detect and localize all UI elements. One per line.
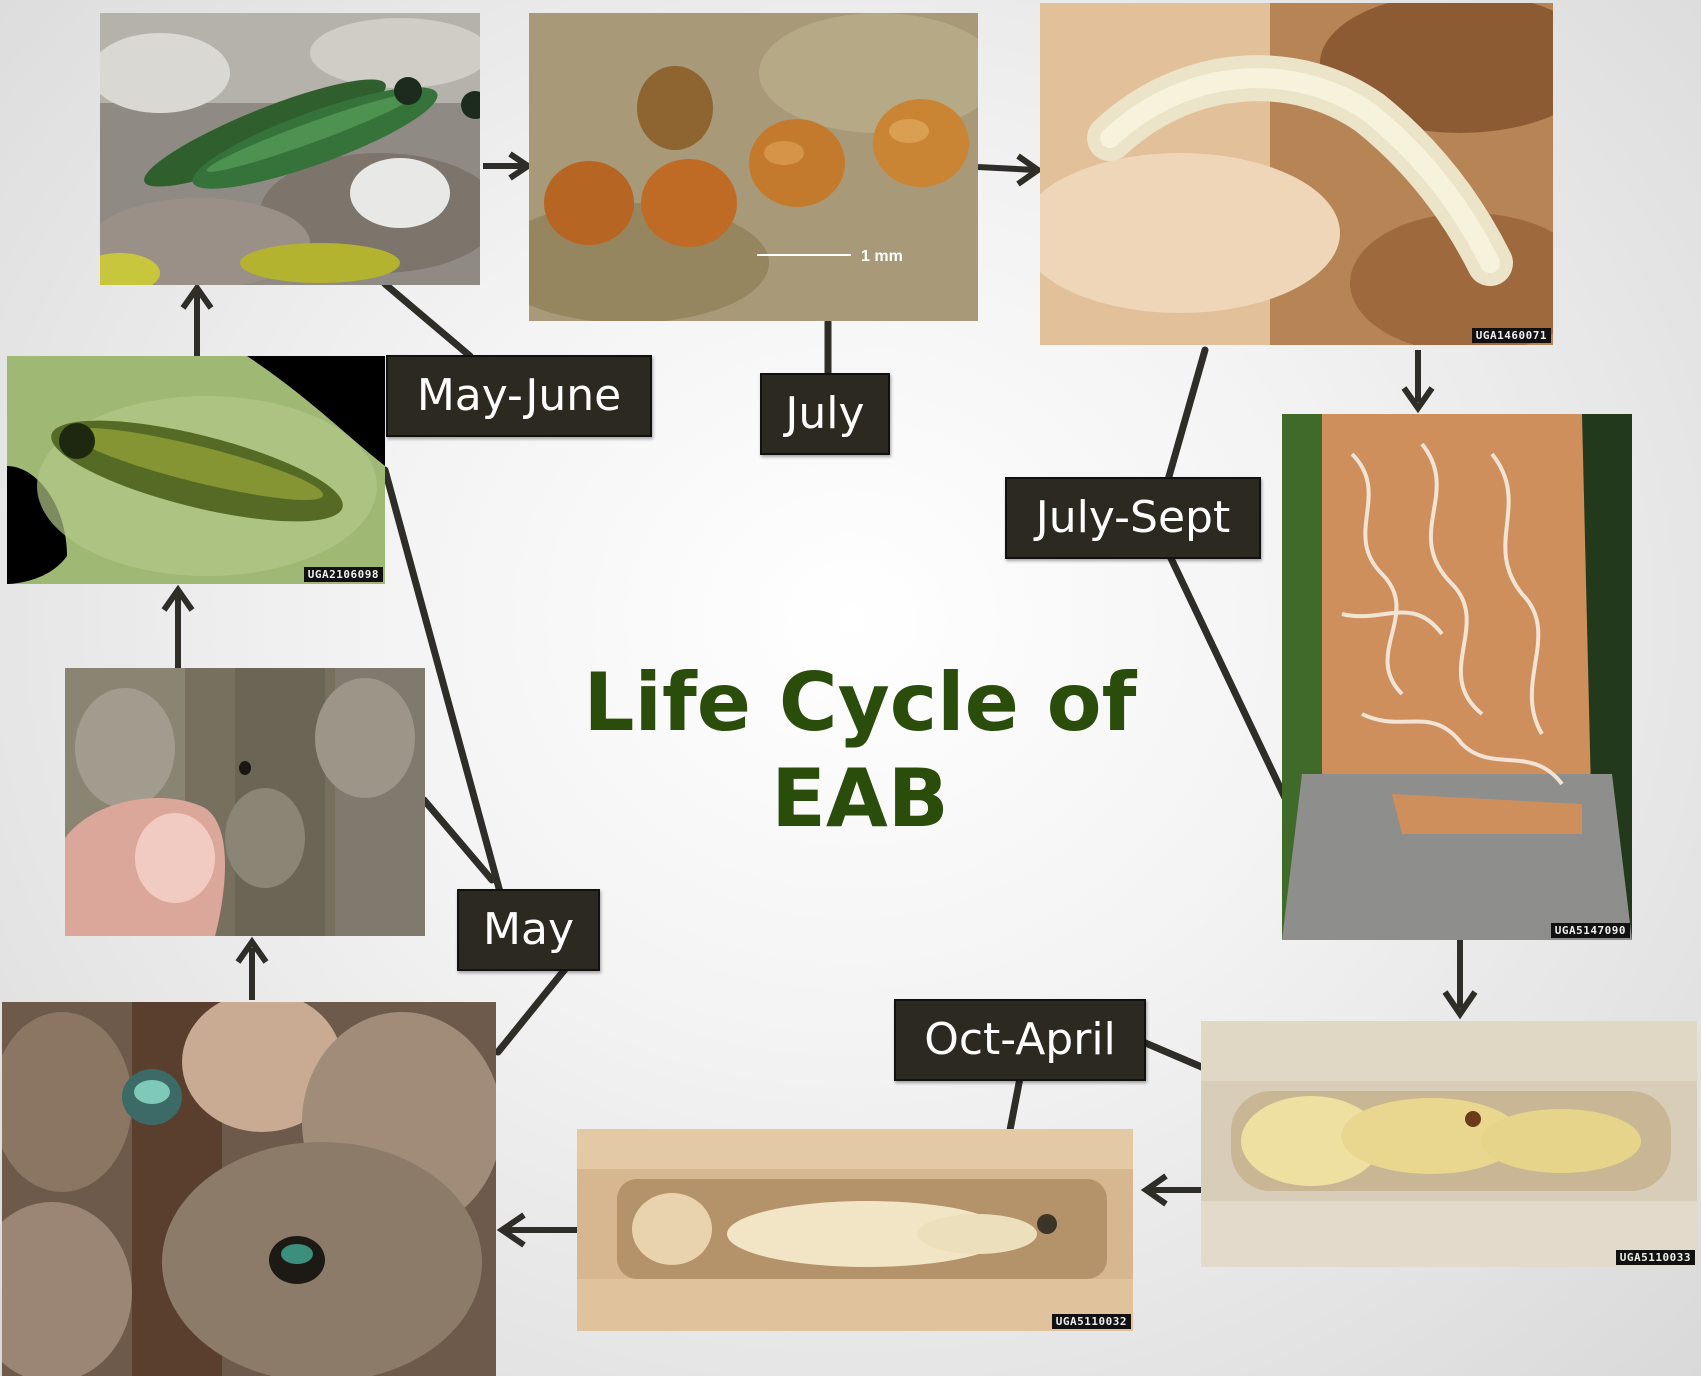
leader-oct-april-down <box>1010 1078 1020 1130</box>
page-title: Life Cycle of EAB <box>520 655 1200 847</box>
egg-scale-text: 1 mm <box>861 248 903 265</box>
photo-adult-leaf: UGA2106098 <box>7 356 385 584</box>
photo-code: UGA5110033 <box>1616 1250 1695 1265</box>
leader-may-bottom <box>498 968 566 1052</box>
label-may: May <box>457 889 600 971</box>
photo-exit-hole <box>65 668 425 936</box>
title-line-1: Life Cycle of <box>520 655 1200 751</box>
photo-code: UGA5110032 <box>1052 1314 1131 1329</box>
photo-code: UGA5147090 <box>1551 923 1630 938</box>
leader-july-sept-top <box>1168 350 1205 480</box>
photo-emerging <box>2 1002 496 1376</box>
label-may-june: May-June <box>386 355 652 437</box>
photo-code: UGA1460071 <box>1472 328 1551 343</box>
photo-pupa: UGA5110032 <box>577 1129 1133 1331</box>
photo-prepupa: UGA5110033 <box>1201 1021 1697 1267</box>
photo-larva: UGA1460071 <box>1040 3 1553 345</box>
label-july-sept: July-Sept <box>1005 477 1261 559</box>
label-oct-april: Oct-April <box>894 999 1146 1081</box>
leader-oct-april-right <box>1143 1042 1204 1068</box>
photo-galleries: UGA5147090 <box>1282 414 1632 940</box>
leader-may-june <box>385 284 470 356</box>
photo-eggs: 1 mm <box>529 13 978 321</box>
photo-adults-mating <box>100 13 480 285</box>
arrow-eggs-larva <box>978 167 1036 170</box>
photo-code: UGA2106098 <box>304 567 383 582</box>
label-july: July <box>760 373 890 455</box>
title-line-2: EAB <box>520 751 1200 847</box>
